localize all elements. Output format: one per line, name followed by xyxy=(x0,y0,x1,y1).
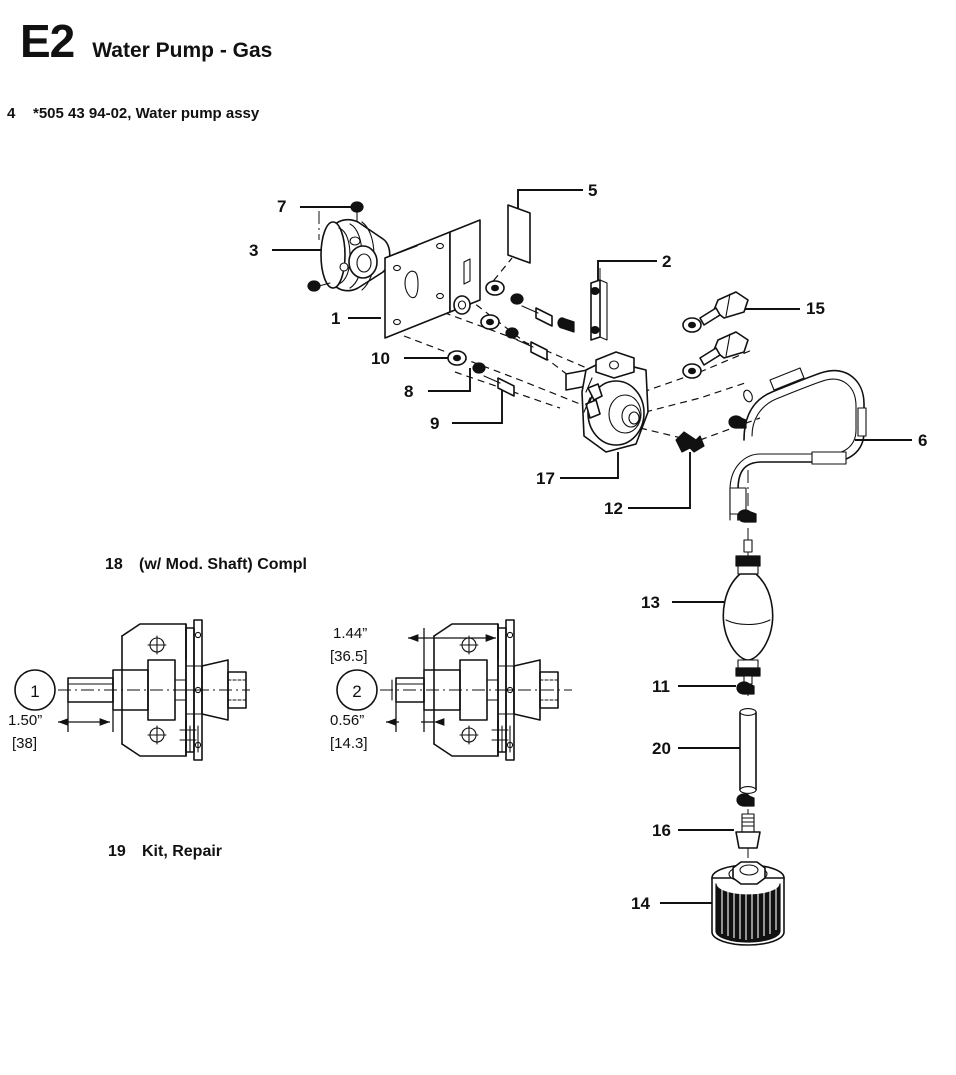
callout-13: 13 xyxy=(641,593,660,612)
part-15-t-handle-bolts xyxy=(683,292,748,378)
callout-8: 8 xyxy=(404,382,414,401)
detail-balloon-2: 2 xyxy=(352,682,361,701)
callout-3: 3 xyxy=(249,241,259,260)
callout-14: 14 xyxy=(631,894,650,913)
part-3-pulley xyxy=(308,220,390,291)
fasteners-group xyxy=(448,281,552,396)
subheading-19-text: Kit, Repair xyxy=(142,843,223,860)
assembly-description: *505 43 94-02, Water pump assy xyxy=(33,105,260,122)
callout-5: 5 xyxy=(588,181,598,200)
part-1-bracket xyxy=(385,220,480,338)
part-17-pump-body xyxy=(566,352,648,452)
callout-6: 6 xyxy=(918,431,928,450)
callout-9: 9 xyxy=(430,414,440,433)
section-code: E2 xyxy=(20,15,75,67)
part-5-plate xyxy=(508,205,530,263)
page-title: Water Pump - Gas xyxy=(92,39,273,62)
dimension-2-inch-top: 1.44” xyxy=(333,625,368,642)
part-12-elbow-fitting xyxy=(676,432,704,452)
part-20-hose-section xyxy=(740,709,756,794)
detail-view-2: 2 xyxy=(337,620,572,760)
vertical-fuel-line-assembly xyxy=(712,510,784,945)
subheading-18-text: (w/ Mod. Shaft) Compl xyxy=(139,556,307,573)
callout-10: 10 xyxy=(371,349,390,368)
callout-15: 15 xyxy=(806,299,825,318)
part-16-threaded-nipple xyxy=(736,814,760,848)
detail-balloon-1: 1 xyxy=(30,682,39,701)
subheading-18-ref: 18 xyxy=(105,556,123,573)
page-header: E2 Water Pump - Gas xyxy=(20,18,272,64)
callout-7: 7 xyxy=(277,197,287,216)
subheading-19: 19 Kit, Repair xyxy=(108,843,222,861)
dowel-pin xyxy=(558,318,574,332)
detail-view-1: 1 xyxy=(15,620,250,760)
part-14-filter xyxy=(712,862,784,945)
callout-1: 1 xyxy=(331,309,341,328)
leader-lines xyxy=(272,190,912,903)
assembly-ref-number: 4 xyxy=(7,105,16,122)
part-6-hose xyxy=(729,368,866,520)
callout-12: 12 xyxy=(604,499,623,518)
subheading-18: 18 (w/ Mod. Shaft) Compl xyxy=(105,556,307,574)
assembly-reference-line: 4 *505 43 94-02, Water pump assy xyxy=(7,105,259,122)
dimension-2-mm-top: [36.5] xyxy=(330,648,368,665)
part-7-screw xyxy=(351,202,363,224)
callout-20: 20 xyxy=(652,739,671,758)
part-13-primer-bulb xyxy=(723,540,772,684)
dimension-1-mm: [38] xyxy=(12,735,38,752)
callout-17: 17 xyxy=(536,469,555,488)
dimension-1-inch: 1.50” xyxy=(8,712,43,729)
subheading-19-ref: 19 xyxy=(108,843,126,860)
part-11-clamp xyxy=(737,682,754,694)
callout-16: 16 xyxy=(652,821,671,840)
callout-2: 2 xyxy=(662,252,672,271)
callout-11: 11 xyxy=(652,677,670,696)
dimension-2-inch-bottom: 0.56” xyxy=(330,712,365,729)
part-2-strip-bracket xyxy=(591,280,607,340)
dimension-2-mm-bottom: [14.3] xyxy=(330,735,368,752)
